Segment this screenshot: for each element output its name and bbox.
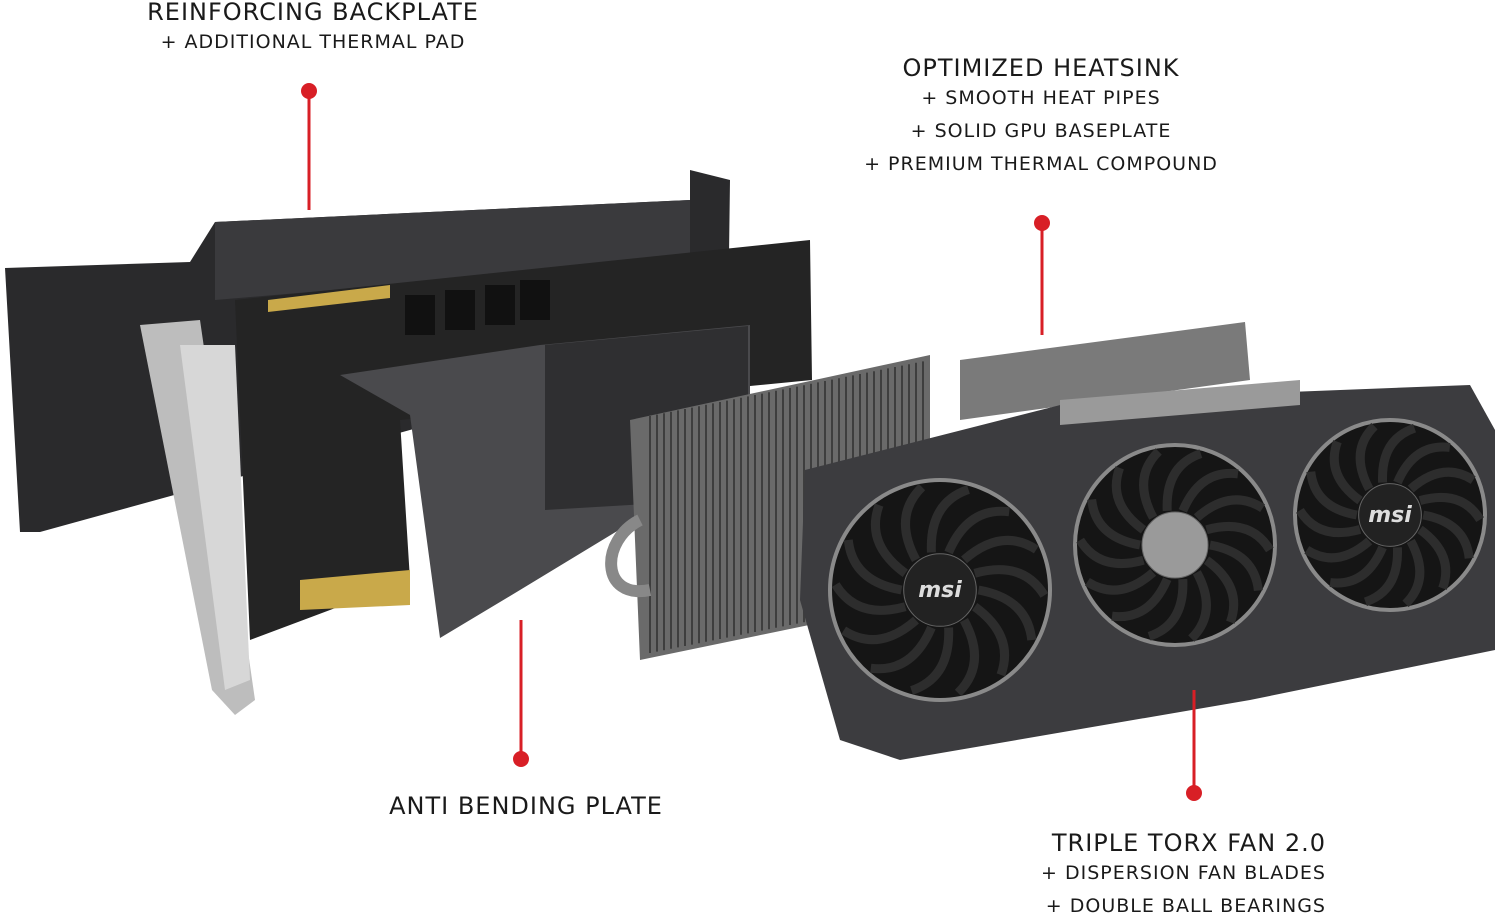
- torx-fan: [1073, 443, 1277, 647]
- heatsink-feature: + SOLID GPU BASEPLATE: [910, 120, 1172, 142]
- plate-title: ANTI BENDING PLATE: [389, 792, 663, 820]
- fan-callout: TRIPLE TORX FAN 2.0 + DISPERSION FAN BLA…: [1041, 829, 1326, 923]
- backplate-callout: REINFORCING BACKPLATE + ADDITIONAL THERM…: [147, 0, 479, 59]
- msi-logo: msi: [1368, 503, 1412, 528]
- fan-feature: + DISPERSION FAN BLADES: [1041, 862, 1326, 884]
- heatsink-title: OPTIMIZED HEATSINK: [902, 54, 1180, 82]
- plate-callout-dot: [513, 751, 529, 767]
- heatsink-feature: + PREMIUM THERMAL COMPOUND: [864, 153, 1218, 175]
- torx-fan: msi: [828, 478, 1052, 702]
- backplate-callout-dot: [301, 83, 317, 99]
- heatsink-callout-dot: [1034, 215, 1050, 231]
- torx-fan: msi: [1293, 418, 1487, 612]
- heatsink-feature: + SMOOTH HEAT PIPES: [921, 87, 1161, 109]
- callout-lines: [307, 91, 1196, 793]
- heatsink-callout: OPTIMIZED HEATSINK + SMOOTH HEAT PIPES +…: [864, 54, 1218, 181]
- fan-feature: + DOUBLE BALL BEARINGS: [1045, 895, 1326, 917]
- backplate-feature: + ADDITIONAL THERMAL PAD: [160, 31, 466, 53]
- msi-logo: msi: [918, 578, 962, 603]
- plate-callout: ANTI BENDING PLATE: [389, 792, 663, 820]
- backplate-title: REINFORCING BACKPLATE: [147, 0, 479, 26]
- fan-title: TRIPLE TORX FAN 2.0: [1051, 829, 1326, 857]
- fan-callout-dot: [1186, 785, 1202, 801]
